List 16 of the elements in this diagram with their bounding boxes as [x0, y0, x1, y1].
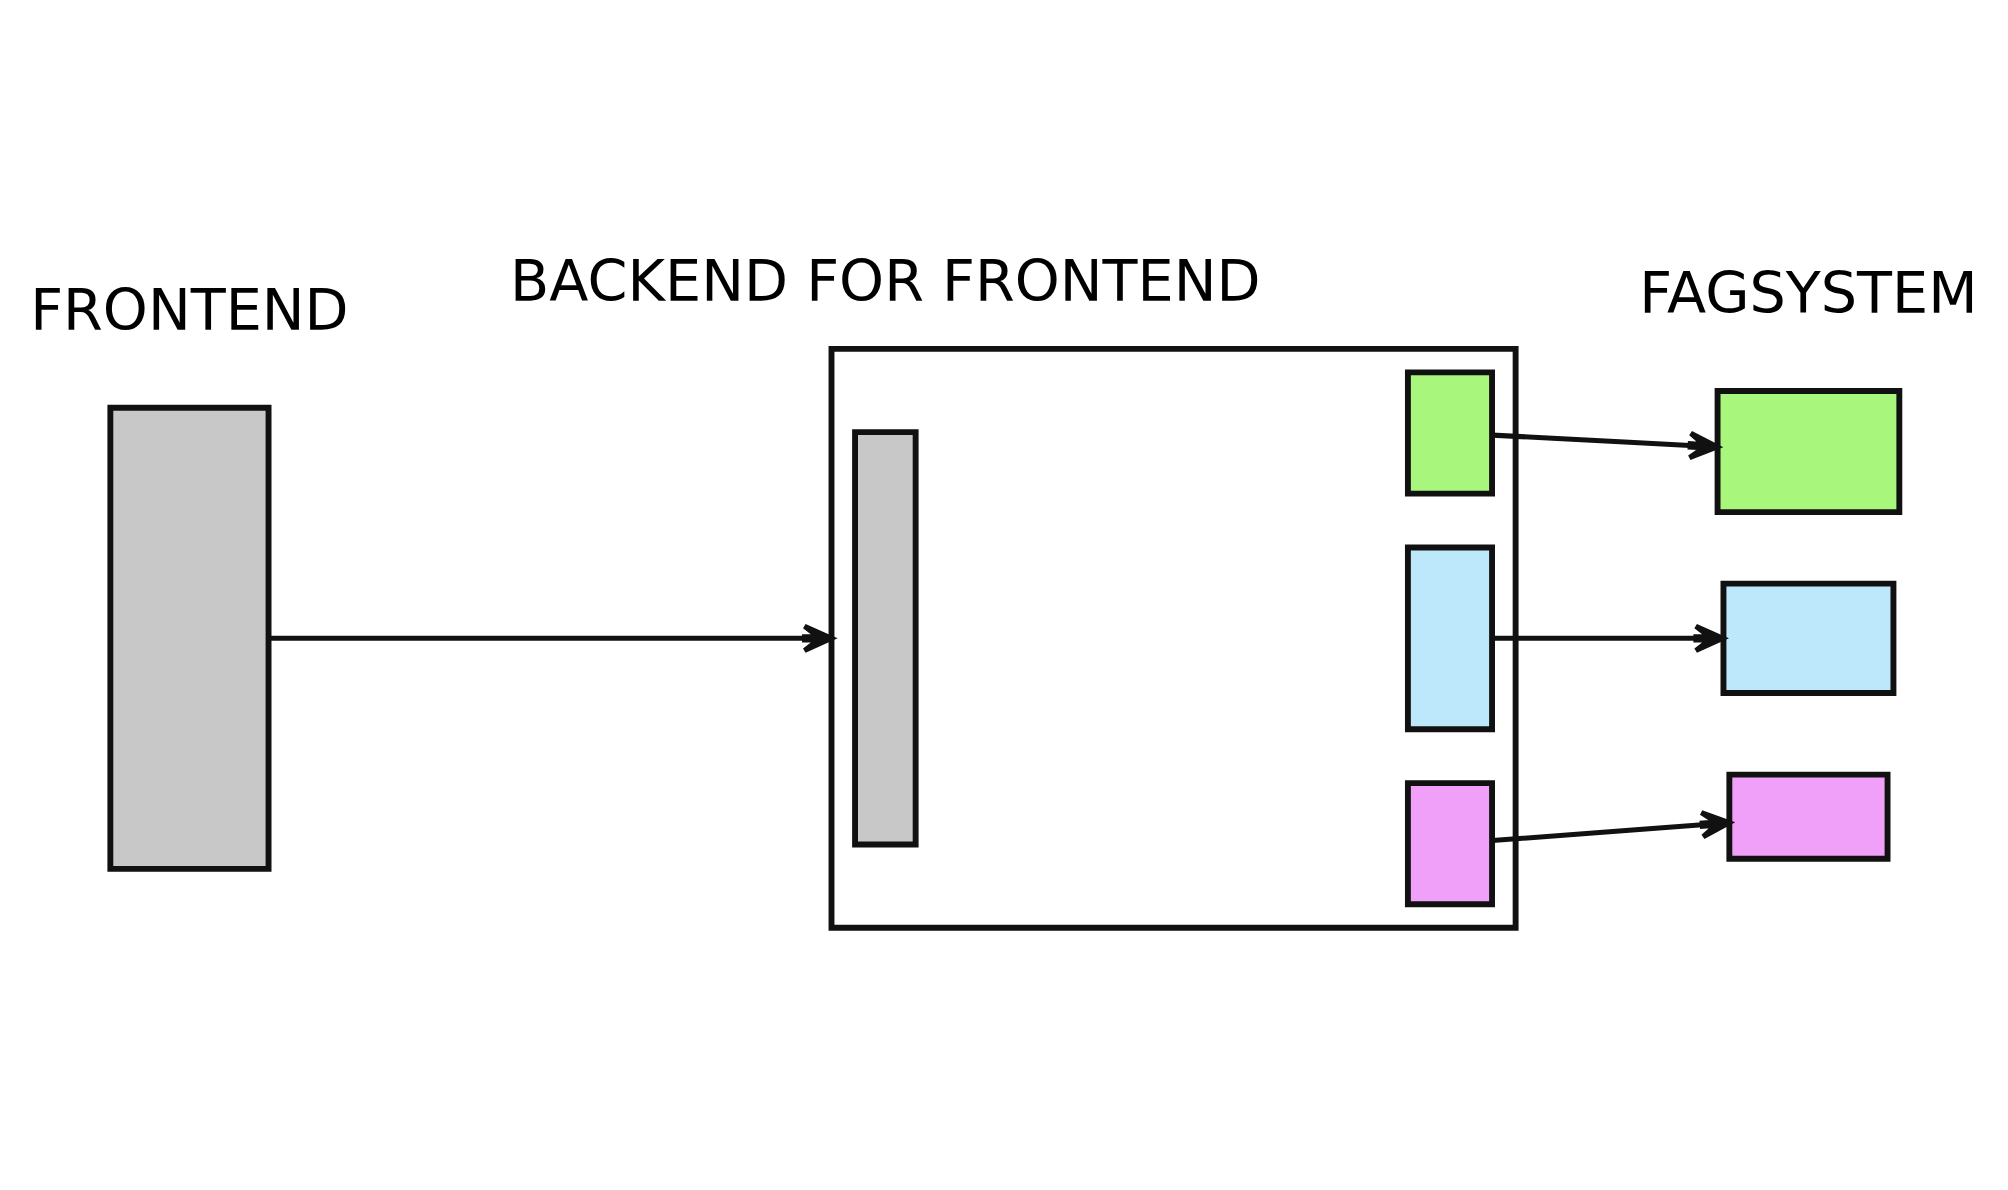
node-box: [1726, 771, 1891, 862]
cluster: [828, 345, 1519, 931]
node-box: [1714, 388, 1903, 516]
node-box: [852, 429, 919, 848]
node-box: [1404, 780, 1495, 908]
arrow: [1492, 623, 1726, 653]
arrow: [1492, 810, 1732, 844]
arrow: [1492, 430, 1720, 461]
node-box: [1404, 369, 1495, 497]
label: FAGSYSTEM: [1639, 260, 1978, 327]
node-box: [107, 404, 272, 872]
node-box: [1720, 580, 1897, 696]
arrow: [268, 623, 835, 653]
label: FRONTEND: [30, 276, 349, 343]
node-box: [1404, 544, 1495, 733]
label: BACKEND FOR FRONTEND: [510, 248, 1261, 315]
